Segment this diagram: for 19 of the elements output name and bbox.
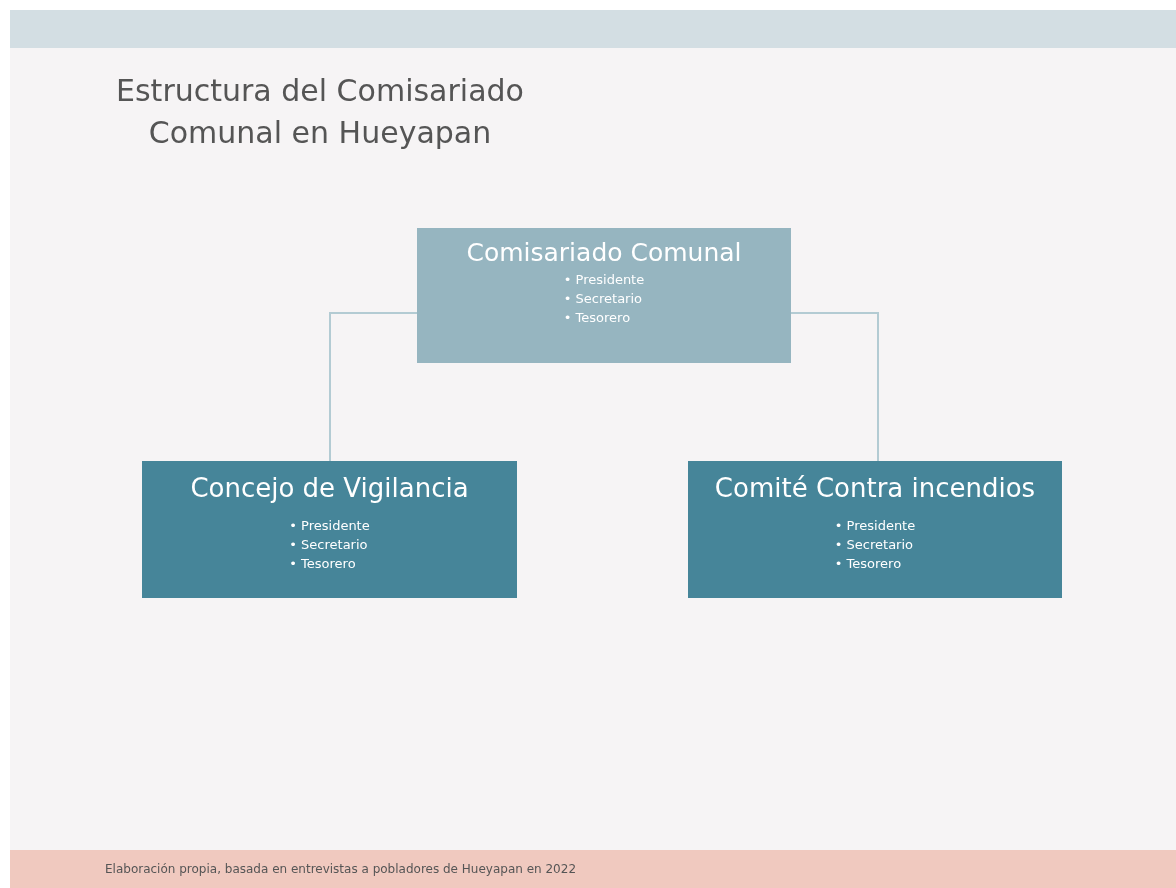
list-item: • Tesorero [563,308,632,327]
list-item: • Tesorero [289,554,357,573]
list-item: • Presidente [563,271,645,289]
box-heading: Comité Contra incendios [714,473,1036,503]
caption: Elaboración propia, basada en entrevistas a pobladores de Hueyapan en 2022 [105,862,577,876]
org-box [142,461,517,598]
box-heading: Concejo de Vigilancia [190,473,469,503]
connector-line [329,312,418,462]
list-item: • Secretario [563,289,643,308]
list-item: • Secretario [834,535,914,554]
box-heading: Comisariado Comunal [466,238,742,267]
connector-line [790,312,879,462]
list-item: • Presidente [289,517,370,535]
title: Estructura del Comisariado Comunal en Hueyapan [115,72,525,152]
list-item: • Secretario [289,535,369,554]
org-box [688,461,1062,598]
list-item: • Tesorero [834,554,903,573]
list-item: • Presidente [834,517,916,535]
org-box [417,228,791,363]
